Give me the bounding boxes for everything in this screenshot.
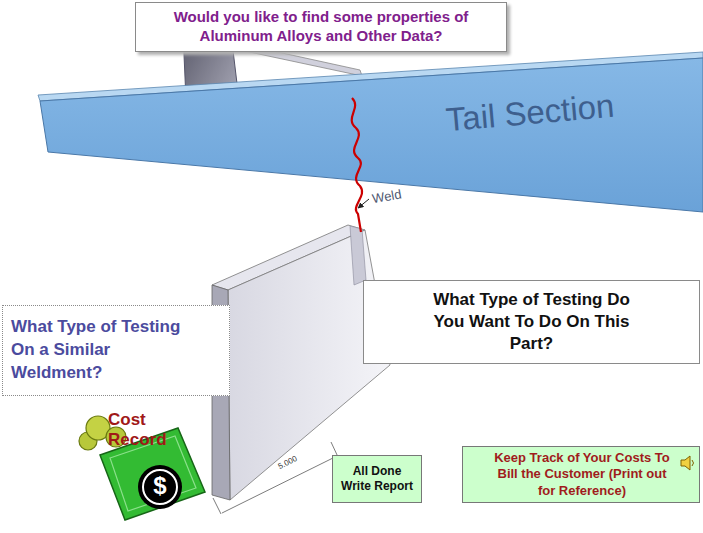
speaker-body: [681, 456, 690, 470]
question-box: Would you like to find some properties o…: [135, 2, 507, 52]
dollar-ring: [143, 470, 177, 504]
dollar-coin: [138, 465, 182, 509]
speaker-icon: [680, 455, 696, 471]
node-text: Would you like to find some properties o…: [145, 8, 497, 46]
label-holder: $: [146, 472, 174, 501]
button-box: Keep Track of Your Costs To Bill the Cus…: [462, 446, 700, 503]
part-name: Weld: [371, 183, 423, 207]
dollar-sign: $: [146, 472, 174, 501]
label-holder: Cost Record: [108, 410, 180, 449]
node-text: What Type of Testing Do You Want To Do O…: [424, 289, 639, 355]
node-text: All Done Write Report: [339, 464, 415, 494]
speaker-wave: [692, 460, 694, 466]
button-box: All Done Write Report: [332, 455, 422, 503]
weld-leader: [358, 199, 369, 208]
extension-line: [213, 498, 221, 514]
label-holder: Weld: [371, 183, 423, 207]
crack-line: [352, 98, 362, 232]
weld-bead: [350, 226, 366, 285]
question-box: What Type of Testing On a Similar Weldme…: [2, 305, 230, 396]
node-text: Keep Track of Your Costs To Bill the Cus…: [493, 450, 671, 499]
question-box: What Type of Testing Do You Want To Do O…: [363, 280, 700, 364]
icon-caption: Cost Record: [108, 410, 180, 449]
tail-section-plate: [40, 58, 703, 212]
node-text: What Type of Testing On a Similar Weldme…: [11, 316, 189, 385]
